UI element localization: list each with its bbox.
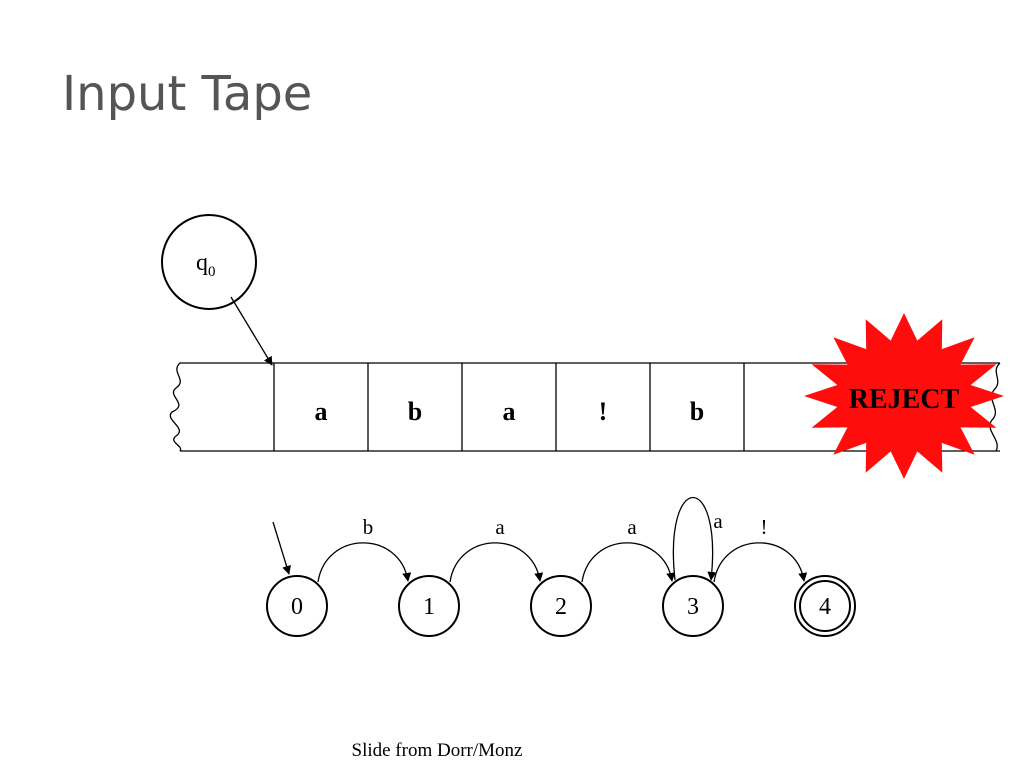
transition-label: ! [761,515,768,539]
automaton-transitions: b a a a! [317,497,808,583]
tape-cell-symbol: b [690,397,704,426]
tape-cells: a b a! b [273,363,745,451]
input-tape: a b a! b [169,362,1001,452]
state-label: 3 [687,594,699,620]
tape-head: q0 [161,214,273,366]
transition-arc [581,542,676,583]
reject-label: REJECT [849,384,960,415]
start-arrow [272,521,291,575]
slide-title: Input Tape [62,66,312,122]
head-state-name: q [196,250,208,276]
state-label: 0 [291,594,303,620]
state-circle [530,575,592,637]
state-circle [398,575,460,637]
head-state-label: q0 [196,250,216,280]
tape-cell-symbol: ! [599,397,608,426]
state-label: 1 [423,594,435,620]
state-circle [662,575,724,637]
transition-arc [713,542,808,583]
tape-cell-symbol: b [408,397,422,426]
transition-label: a [713,509,723,533]
tape-cell-symbol: a [315,397,328,426]
reject-badge: REJECT [804,313,1004,479]
transition-arc [449,542,544,583]
head-state-circle [161,214,257,310]
transition-label: b [363,515,374,539]
transition-label: a [495,515,505,539]
head-pointer-arrow [230,296,273,366]
head-state-subscript: 0 [208,264,216,280]
automaton-states: 0 1 2 3 4 [266,575,856,637]
tape-cell-symbol: a [503,397,516,426]
state-circle [266,575,328,637]
final-state-inner-ring [799,580,851,632]
tape-right-torn-edge [989,362,1001,452]
state-label: 2 [555,594,567,620]
reject-starburst [804,313,1004,479]
automaton: b a a a! 0 1 2 3 4 [266,497,856,637]
state-label: 4 [819,594,831,620]
transition-arc [317,542,412,583]
transition-arc [672,497,717,581]
slide-caption: Slide from Dorr/Monz [352,740,523,761]
tape-left-torn-edge [169,362,182,452]
transition-label: a [627,515,637,539]
